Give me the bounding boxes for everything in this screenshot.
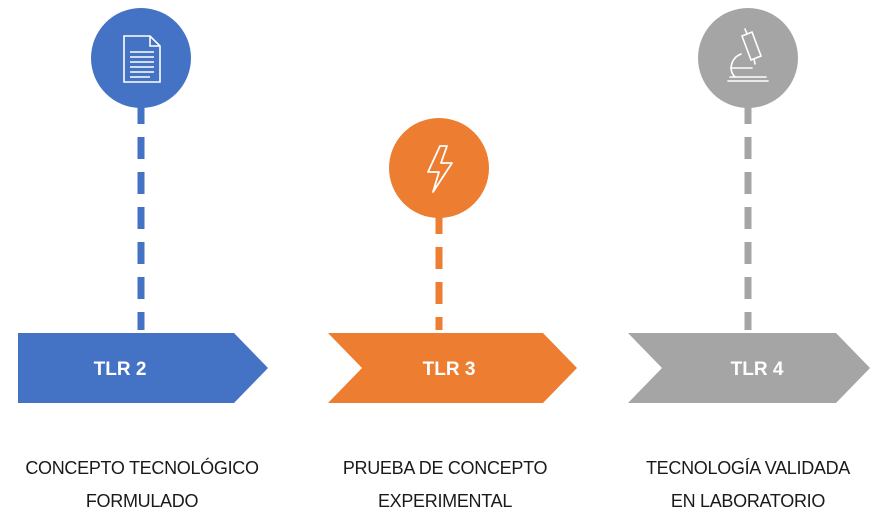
stage-label-tlr-2: CONCEPTO TECNOLÓGICO FORMULADO (0, 452, 292, 518)
chevron-tag-tlr-2 (18, 333, 268, 403)
stage-label-line: TECNOLOGÍA VALIDADA (645, 458, 851, 478)
document-icon (123, 35, 161, 83)
stage-label-line: FORMULADO (85, 491, 199, 511)
stage-label-line: PRUEBA DE CONCEPTO (342, 458, 548, 478)
microscope-icon (727, 28, 769, 82)
lightning-bolt-icon (427, 145, 453, 193)
icon-circle-tlr-2 (91, 8, 191, 108)
tag-label-tlr-3: TLR 3 (423, 359, 476, 380)
stage-tlr-2: TLR 2 (18, 8, 268, 403)
stage-tlr-4: TLR 4 (628, 8, 870, 403)
stage-label-line: EN LABORATORIO (670, 491, 826, 511)
icon-circle-tlr-4 (698, 8, 798, 108)
stage-label-tlr-4: TECNOLOGÍA VALIDADA EN LABORATORIO (598, 452, 872, 518)
stage-tlr-3: TLR 3 (328, 118, 577, 403)
stage-label-line: EXPERIMENTAL (377, 491, 513, 511)
chevron-tag-tlr-3 (328, 333, 577, 403)
chevron-tag-tlr-4 (628, 333, 870, 403)
stage-label-line: CONCEPTO TECNOLÓGICO (25, 458, 259, 478)
tag-label-tlr-2: TLR 2 (94, 359, 147, 380)
stage-label-tlr-3: PRUEBA DE CONCEPTO EXPERIMENTAL (295, 452, 595, 518)
tag-label-tlr-4: TLR 4 (731, 359, 784, 380)
icon-circle-tlr-3 (389, 118, 489, 218)
